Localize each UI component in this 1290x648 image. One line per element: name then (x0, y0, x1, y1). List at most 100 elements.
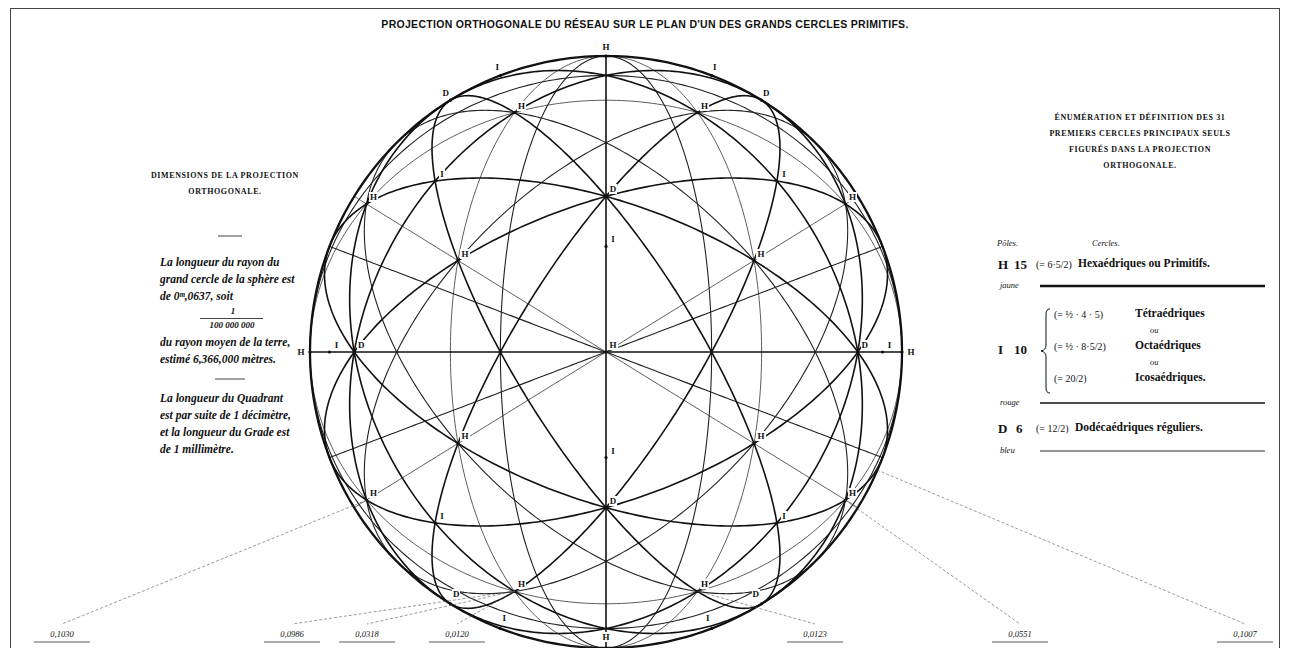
leader-line (457, 591, 515, 624)
pole-dot (604, 506, 607, 509)
pole-letter: H (601, 632, 610, 642)
pole-dot (499, 74, 502, 77)
measure-value: 0,0318 (339, 629, 395, 639)
pole-letter: I (781, 511, 787, 521)
great-circle-network (310, 56, 902, 648)
pole-count: 15 (1014, 257, 1027, 273)
circle-name: Octaédriques (1135, 339, 1201, 353)
pole-letter: H (369, 488, 378, 498)
pole-dot (696, 111, 699, 114)
pole-dot (775, 521, 778, 524)
value-baseline (34, 642, 90, 643)
pole-letter: D (861, 340, 870, 350)
formula: (= ½ · 8·5/2) (1054, 341, 1106, 353)
great-circle (450, 70, 862, 603)
measure-value: 0,0551 (992, 629, 1048, 639)
pole-dot (434, 521, 437, 524)
pole-dot (449, 99, 452, 102)
pole-points (308, 54, 903, 648)
pole-letter: I (610, 446, 616, 456)
formula: (= ½ · 4 · 5) (1054, 309, 1103, 321)
pole-letter: D (998, 421, 1007, 437)
pole-dot (881, 350, 884, 353)
pole-count: 10 (1014, 342, 1027, 358)
fraction-bar (200, 318, 263, 319)
pole-letter: I (998, 342, 1003, 358)
formula: (= 12/2) (1036, 423, 1069, 435)
plate-frame (11, 9, 1280, 648)
value-baseline (787, 642, 843, 643)
conjunction: ou (1150, 325, 1159, 335)
legend-line (1040, 451, 1265, 452)
pole-letter: I (610, 234, 616, 244)
great-circle (310, 56, 902, 648)
legend-line (1040, 402, 1265, 404)
conjunction: ou (1150, 357, 1159, 367)
legend-label: jaune (1000, 280, 1019, 290)
pole-letter: H (460, 431, 469, 441)
pole-dot (308, 350, 311, 353)
pole-dot (513, 111, 516, 114)
pole-letter: H (460, 249, 469, 259)
pole-dot (604, 456, 607, 459)
pole-letter: H (517, 101, 526, 111)
pole-dot (760, 99, 763, 102)
value-baseline (429, 642, 485, 643)
measure-value: 0,0123 (787, 629, 843, 639)
great-circle (450, 100, 862, 633)
value-baseline (1217, 642, 1273, 643)
note-heading: DIMENSIONS DE LA PROJECTION ORTHOGONALE. (150, 168, 300, 200)
pole-letter: I (439, 169, 445, 179)
great-circle (329, 178, 887, 458)
circle-name: Tétraédriques (1135, 307, 1205, 321)
great-circle (310, 351, 902, 353)
pole-letter: I (502, 613, 508, 623)
fraction-denominator: 100 000 000 (192, 320, 272, 331)
great-circle (324, 178, 882, 458)
column-heading: Cercles. (1092, 238, 1120, 248)
pole-letter: H (700, 101, 709, 111)
pole-dot (856, 350, 859, 353)
pole-letter: H (998, 257, 1008, 273)
plate-title: PROJECTION ORTHOGONALE DU RÉSEAU SUR LE … (0, 18, 1290, 31)
pole-letter: H (296, 347, 305, 357)
great-circle (450, 96, 780, 604)
measure-value: 0,0986 (264, 629, 320, 639)
pole-letter: I (781, 169, 787, 179)
pole-letter: I (705, 613, 711, 623)
separator-rule (215, 379, 245, 380)
value-baselines (34, 642, 1273, 643)
pole-letter: D (752, 589, 761, 599)
pole-dot (604, 646, 607, 648)
column-heading: Pôles. (997, 238, 1018, 248)
pole-letter: H (756, 249, 765, 259)
pole-letter: D (452, 589, 461, 599)
leader-line (367, 591, 515, 624)
circle-name: Hexaédriques ou Primitifs. (1078, 257, 1210, 271)
pole-dot (752, 259, 755, 262)
pole-letter: H (608, 340, 617, 350)
value-baseline (339, 642, 395, 643)
legend-lines (1040, 286, 1265, 451)
pole-dot (710, 74, 713, 77)
great-circle (450, 100, 780, 608)
measure-value: 0,1007 (1217, 629, 1273, 639)
pole-dot (604, 195, 607, 198)
pole-letter: H (848, 488, 857, 498)
pole-dot (710, 627, 713, 630)
great-circle (350, 100, 762, 633)
pole-letter: H (517, 579, 526, 589)
leader-line (292, 591, 515, 624)
pole-letter: H (848, 192, 857, 202)
pole-dot (900, 350, 903, 353)
formula: (= 6·5/2) (1036, 259, 1072, 271)
pole-letter: D (762, 88, 771, 98)
great-circle (605, 56, 607, 648)
measure-value: 0,0120 (429, 629, 485, 639)
pole-dot (775, 180, 778, 183)
great-circle (350, 70, 762, 603)
pole-dot (365, 202, 368, 205)
note-text: La longueur du Quadrant est par suite de… (160, 390, 296, 458)
great-circle (324, 246, 882, 526)
